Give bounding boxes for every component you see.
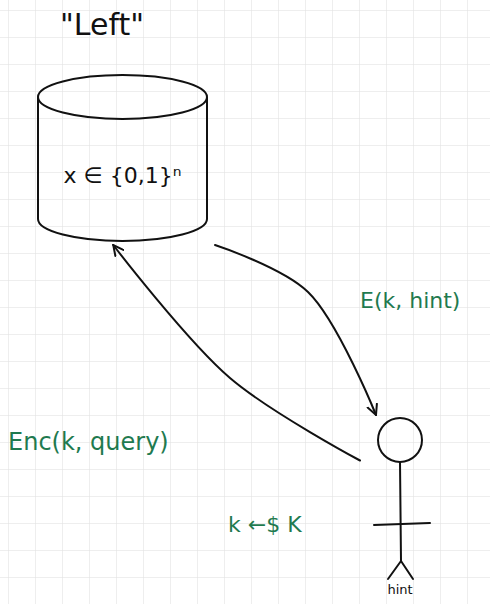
- cylinder-outline: [30, 67, 215, 245]
- node-text: hint: [387, 582, 412, 597]
- edge-label: E(k, hint): [360, 288, 460, 313]
- node-heading: "Left": [60, 7, 144, 42]
- stick-figure: [360, 415, 440, 583]
- key-sampling-note: k ←$ K: [228, 512, 302, 537]
- database-cylinder: "Left" x ∈ {0,1}ⁿ: [30, 5, 215, 245]
- person-figure: hint: [360, 415, 440, 597]
- arrow-connector: [215, 245, 376, 415]
- node-text: x ∈ {0,1}ⁿ: [64, 163, 182, 188]
- edge-label: Enc(k, query): [8, 428, 169, 456]
